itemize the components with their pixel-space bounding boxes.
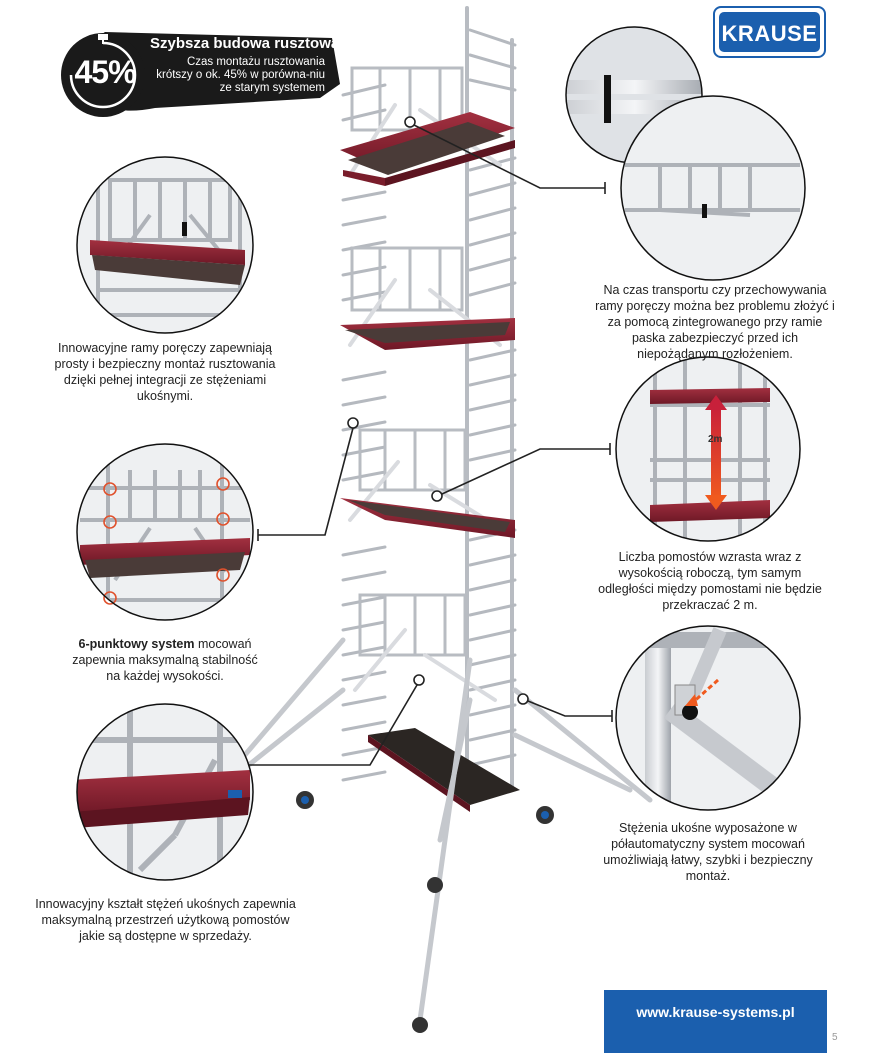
detail-circle-clamp <box>615 625 801 811</box>
badge-percent: 45% <box>74 54 136 90</box>
caption-six-point-bold: 6-punktowy system <box>78 637 195 651</box>
caption-six-point-rest: mocowań zapewnia maksymalną stabilność n… <box>72 637 258 683</box>
logo-text: KRAUSE <box>721 21 818 46</box>
badge-text: Czas montażu rusztowania krótszy o ok. 4… <box>156 56 325 94</box>
scaffold-tower <box>212 6 653 1033</box>
leader-lines <box>244 116 613 771</box>
caption-transport: Na czas transportu czy przechowywania ra… <box>595 283 835 361</box>
detail-circle-brace-shape <box>76 703 254 881</box>
caption-six-point: 6-punktowy system mocowań zapewnia maksy… <box>70 636 260 684</box>
detail-circle-rails <box>76 156 254 334</box>
website-link[interactable]: www.krause-systems.pl <box>636 1004 795 1020</box>
krause-logo[interactable]: KRAUSE <box>713 6 826 58</box>
detail-2m-label: 2m <box>708 434 723 445</box>
website-banner[interactable]: www.krause-systems.pl <box>604 990 827 1053</box>
detail-circle-six-point <box>76 443 254 621</box>
caption-semi-auto: Stężenia ukośne wyposażone w półautomaty… <box>603 821 813 883</box>
platforms <box>340 112 520 812</box>
speed-badge-shape <box>61 32 340 117</box>
page-number: 5 <box>832 1032 838 1043</box>
detail-circle-2m <box>615 356 801 542</box>
badge-title: Szybsza budowa rusztowania <box>150 35 361 52</box>
caption-platforms: Liczba pomostów wzrasta wraz z wysokości… <box>598 550 822 612</box>
detail-circle-folded-rail <box>620 95 806 281</box>
caption-rails: Innowacyjne ramy poręczy zapewniają pros… <box>54 341 276 403</box>
logo-inner: KRAUSE <box>719 12 820 52</box>
caption-brace-shape: Innowacyjny kształt stężeń ukośnych zape… <box>35 897 296 943</box>
